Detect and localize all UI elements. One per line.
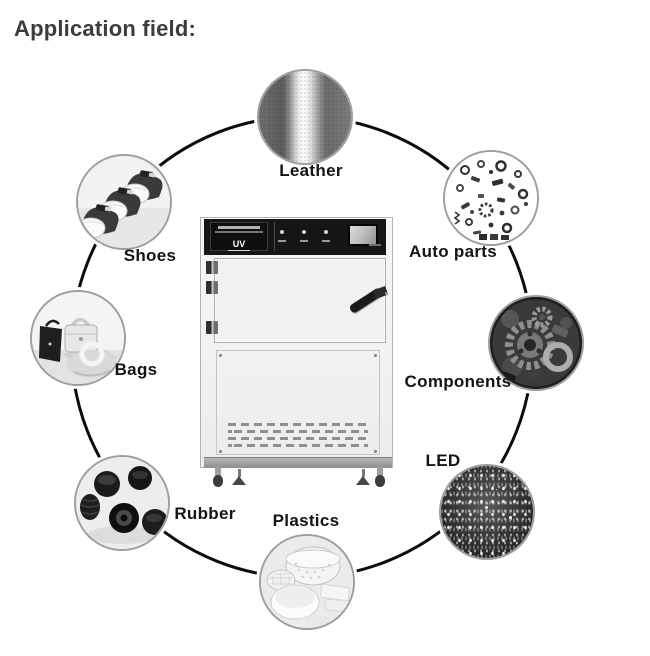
brand-text-line	[218, 226, 260, 229]
node-leather	[259, 71, 351, 163]
bags-photo	[32, 292, 124, 384]
indicator-dot	[302, 230, 306, 234]
label-bags: Bags	[114, 360, 158, 379]
label-shoes: Shoes	[123, 246, 177, 265]
door-hinge	[206, 261, 218, 274]
chamber-base	[204, 457, 392, 468]
uv-test-chamber-image: UV	[198, 214, 398, 492]
led-lights-photo	[441, 466, 533, 558]
label-components: Components	[404, 372, 512, 391]
node-rubber	[76, 457, 168, 549]
screen-label	[369, 244, 381, 246]
node-auto-parts	[445, 152, 537, 244]
label-led: LED	[425, 451, 461, 470]
indicator-light-3	[318, 228, 334, 248]
node-led	[441, 466, 533, 558]
indicator-label	[300, 240, 308, 242]
indicator-label	[278, 240, 286, 242]
lower-panel	[216, 350, 380, 455]
chamber-brand-plate: UV	[210, 222, 268, 251]
panel-screw	[219, 450, 222, 453]
plastics-photo	[261, 536, 353, 628]
indicator-dot	[280, 230, 284, 234]
door-hinge	[206, 321, 218, 334]
brand-subtext-line	[215, 231, 263, 233]
door-hinge	[206, 281, 218, 294]
label-leather: Leather	[279, 161, 343, 180]
leveling-foot	[232, 469, 246, 487]
auto-parts-photo	[445, 152, 537, 244]
panel-screw	[374, 450, 377, 453]
indicator-dot	[324, 230, 328, 234]
panel-screw	[374, 354, 377, 357]
indicator-label	[322, 240, 330, 242]
panel-divider	[274, 222, 275, 251]
indicator-light-1	[274, 228, 290, 248]
node-shoes	[78, 156, 170, 248]
touch-screen	[348, 224, 378, 246]
components-photo	[490, 297, 582, 389]
node-plastics	[261, 536, 353, 628]
label-plastics: Plastics	[272, 511, 340, 530]
uv-logo-text: UV	[227, 239, 251, 251]
leveling-foot	[356, 469, 370, 487]
indicator-light-2	[296, 228, 312, 248]
vent-grille	[228, 423, 368, 451]
rubber-parts-photo	[76, 457, 168, 549]
chamber-control-panel: UV	[204, 219, 386, 255]
caster-wheel	[374, 467, 386, 489]
shoes-photo	[78, 156, 170, 248]
page-title: Application field:	[14, 16, 197, 41]
label-auto-parts: Auto parts	[409, 242, 497, 261]
leather-photo	[259, 71, 351, 163]
caster-wheel	[212, 467, 224, 489]
door-latch-pin	[385, 292, 388, 295]
panel-screw	[219, 354, 222, 357]
label-rubber: Rubber	[174, 504, 236, 523]
node-bags	[32, 292, 124, 384]
node-components	[490, 297, 582, 389]
